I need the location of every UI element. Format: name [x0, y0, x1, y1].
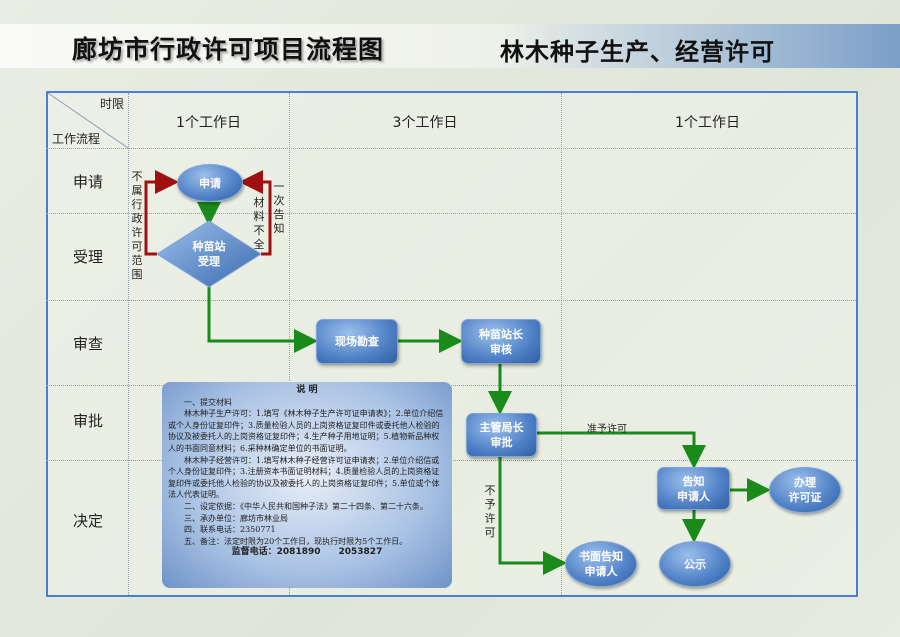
- node-approve: 主管局长审批: [466, 413, 537, 457]
- label-out-of-scope: 不属行政许可范围: [131, 170, 143, 281]
- node-publicize: 公示: [659, 541, 731, 587]
- corner-time-label: 时限: [100, 97, 125, 111]
- row-divider: [46, 213, 856, 214]
- label-granted: 准予许可: [587, 424, 627, 435]
- node-review: 种苗站长审核: [461, 319, 541, 364]
- col-divider: [128, 93, 129, 595]
- row-label-apply: 申请: [72, 173, 103, 191]
- node-label: 申请: [199, 176, 221, 190]
- supervision-hotline: 监督电话：2081890 2053827: [231, 547, 383, 558]
- node-label-line: 种苗站: [192, 240, 226, 253]
- corner-flow-label: 工作流程: [52, 132, 101, 146]
- node-label: 书面告知申请人: [579, 549, 623, 579]
- node-label-line: 主管局长: [479, 421, 524, 434]
- col-divider: [561, 93, 562, 595]
- row-divider: [46, 300, 856, 301]
- node-label: 现场勘查: [335, 335, 379, 348]
- row-label-accept: 受理: [72, 248, 103, 266]
- arrow-denied: [498, 455, 567, 575]
- column-header: 3个工作日: [392, 115, 458, 131]
- node-label: 公示: [684, 557, 706, 571]
- node-accept: 种苗站受理: [177, 238, 241, 270]
- note-title: 说 明: [296, 385, 318, 395]
- arrow-granted: [535, 431, 706, 469]
- node-written-notice: 书面告知申请人: [565, 541, 637, 587]
- row-label-approve: 审批: [72, 412, 103, 430]
- node-label-line: 种苗站长: [479, 327, 523, 341]
- node-inspect: 现场勘查: [316, 319, 398, 364]
- node-label-line: 办理: [794, 476, 816, 489]
- node-notify: 告知申请人: [657, 467, 730, 510]
- note-line: 林木种子生产许可：1.填写《林木种子生产许可证申请表》；2.单位介绍信或个人身份…: [168, 409, 444, 453]
- column-header: 1个工作日: [675, 115, 740, 131]
- note-line: 林木种子经营许可：1.填写林木种子经营许可证申请表；2.单位介绍信或个人身份证复…: [168, 455, 440, 500]
- node-label-line: 许可证: [788, 491, 822, 504]
- note-line: 三、承办单位：廊坊市林业局: [184, 513, 288, 523]
- node-label-line: 申请人: [677, 489, 710, 503]
- page-subtitle: 林木种子生产、经营许可: [500, 38, 775, 66]
- return-arrow-out-of-scope: [144, 170, 179, 256]
- label-incomplete: 材料不全: [253, 196, 265, 251]
- node-label-line: 审批: [490, 436, 513, 449]
- node-label-line: 审核: [490, 342, 512, 356]
- arrow-accept-inspect: [207, 287, 318, 353]
- note-line: 一、提交材料: [184, 397, 232, 407]
- node-label-line: 书面告知: [579, 550, 623, 563]
- node-license: 办理许可证: [769, 467, 841, 513]
- note-line: 五、备注：法定时限为20个工作日，现执行时限为5个工作日。: [184, 536, 408, 546]
- row-divider: [46, 148, 856, 149]
- corner-diagonal: [47, 92, 129, 149]
- col-divider: [289, 93, 290, 595]
- node-label: 告知申请人: [677, 474, 710, 504]
- node-label-line: 告知: [682, 474, 705, 488]
- node-label: 种苗站长审核: [479, 327, 523, 357]
- return-arrow-incomplete: [239, 170, 272, 256]
- page-title: 廊坊市行政许可项目流程图: [72, 35, 385, 64]
- column-header: 1个工作日: [176, 115, 241, 131]
- node-label: 种苗站受理: [193, 239, 226, 269]
- row-label-decide: 决定: [72, 512, 103, 530]
- label-denied: 不予许可: [484, 484, 496, 539]
- node-label: 主管局长审批: [480, 420, 524, 450]
- node-label-line: 受理: [198, 255, 220, 268]
- node-label: 办理许可证: [789, 475, 822, 505]
- node-apply: 申请: [177, 164, 243, 202]
- note-line: 二、设定依据：《中华人民共和国种子法》第二十四条、第二十六条。: [184, 501, 428, 511]
- header-band: [0, 24, 900, 68]
- node-label-line: 申请人: [584, 565, 618, 578]
- note-line: 四、联系电话：2350771: [184, 525, 276, 535]
- accept-decision-diamond: [156, 220, 262, 288]
- label-notify-once: 一次告知: [273, 180, 285, 235]
- row-label-review: 审查: [72, 335, 103, 353]
- explanation-note: 说 明 一、提交材料 林木种子生产许可：1.填写《林木种子生产许可证申请表》；2…: [162, 382, 452, 588]
